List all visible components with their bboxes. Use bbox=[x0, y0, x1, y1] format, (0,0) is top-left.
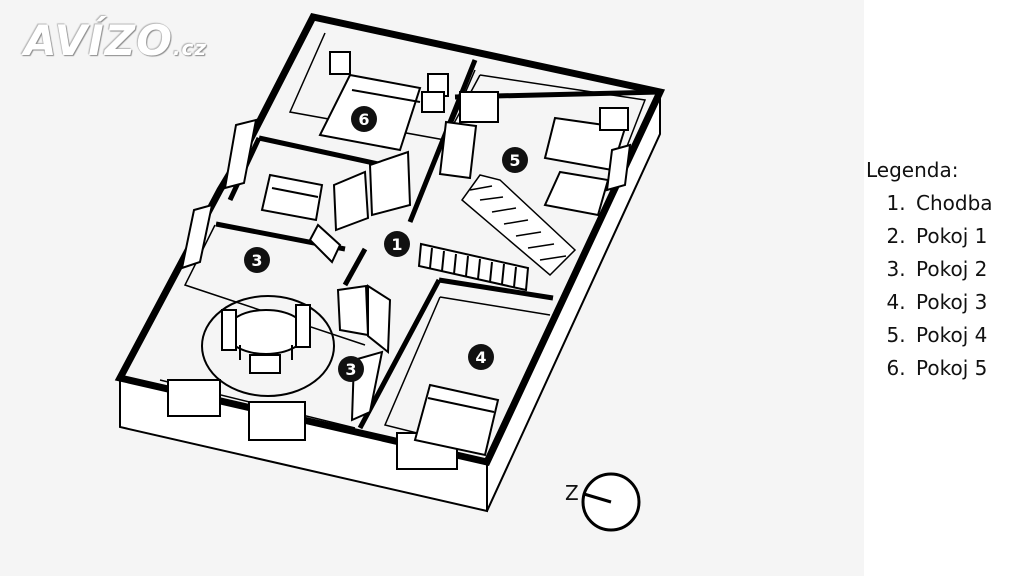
room-marker-1: 1 bbox=[384, 231, 410, 257]
room-marker-3b: 3 bbox=[338, 356, 364, 382]
stair-railing bbox=[417, 242, 530, 292]
room-marker-3a: 3 bbox=[244, 247, 270, 273]
dining-table-set bbox=[201, 295, 335, 397]
room-markers: 1 3 3 4 5 bbox=[244, 106, 528, 382]
bed-room4 bbox=[413, 383, 500, 457]
compass: Z bbox=[565, 472, 641, 532]
legend-item: Pokoj 2 bbox=[912, 253, 993, 286]
svg-text:4: 4 bbox=[475, 348, 486, 367]
room-marker-4: 4 bbox=[468, 344, 494, 370]
windows bbox=[167, 118, 632, 470]
svg-text:3: 3 bbox=[345, 360, 356, 379]
avizo-watermark-logo: AVÍZO.cz bbox=[24, 16, 207, 65]
legend-item: Pokoj 5 bbox=[912, 352, 993, 385]
svg-text:6: 6 bbox=[358, 110, 369, 129]
legend-item: Pokoj 1 bbox=[912, 220, 993, 253]
room-marker-6: 6 bbox=[351, 106, 377, 132]
legend-list: Chodba Pokoj 1 Pokoj 2 Pokoj 3 Pokoj 4 P… bbox=[866, 187, 993, 385]
floor-plan-drawing: 1 3 3 4 5 bbox=[114, 13, 666, 532]
furniture-room5 bbox=[438, 91, 629, 217]
sofa bbox=[260, 173, 324, 222]
watermark-brand: AVÍZO bbox=[24, 16, 173, 65]
room-marker-5: 5 bbox=[502, 147, 528, 173]
legend-item: Chodba bbox=[912, 187, 993, 220]
legend-item: Pokoj 3 bbox=[912, 286, 993, 319]
compass-label: Z bbox=[565, 481, 579, 505]
watermark-tld: .cz bbox=[172, 36, 208, 60]
legend-item: Pokoj 4 bbox=[912, 319, 993, 352]
outer-walls bbox=[114, 13, 666, 467]
svg-text:3: 3 bbox=[251, 251, 262, 270]
staircase bbox=[460, 174, 577, 277]
legend: Legenda: Chodba Pokoj 1 Pokoj 2 Pokoj 3 … bbox=[866, 154, 993, 385]
legend-title: Legenda: bbox=[866, 158, 959, 182]
svg-text:1: 1 bbox=[391, 235, 402, 254]
plan-panel: 1 3 3 4 5 bbox=[114, 13, 666, 532]
svg-text:5: 5 bbox=[509, 151, 520, 170]
